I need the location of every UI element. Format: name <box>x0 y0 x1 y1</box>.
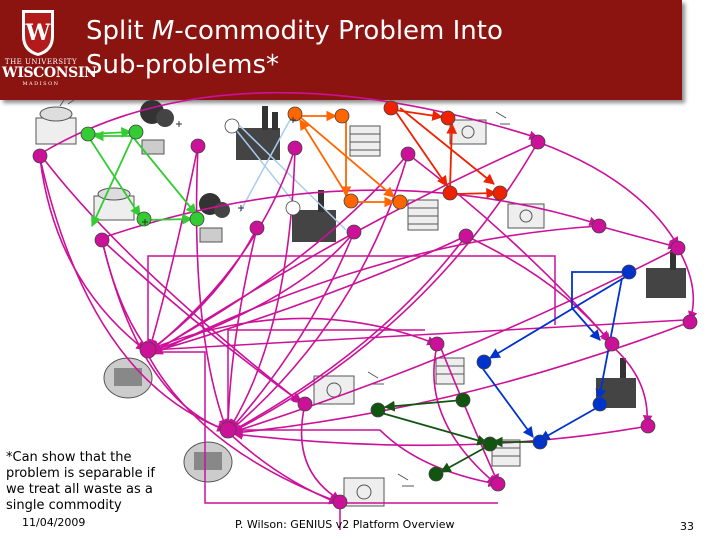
dark-green-arrows <box>377 399 540 473</box>
node <box>592 396 608 412</box>
repository-icon <box>183 441 233 483</box>
node <box>334 108 350 124</box>
plus-icon <box>176 121 182 127</box>
facility-icons <box>35 99 686 507</box>
crest-letter: W <box>25 20 51 46</box>
title-pre: Split <box>86 16 152 46</box>
node <box>392 194 408 210</box>
dark-green-nodes <box>370 392 498 482</box>
white-nodes <box>224 118 301 216</box>
plus-icon <box>290 117 296 123</box>
node <box>332 494 348 510</box>
fuel-plant-icon <box>349 125 381 157</box>
orange-nodes <box>287 106 408 210</box>
university-logo: THE UNIVERSITY WISCONSIN MADISON <box>2 58 97 87</box>
node <box>346 224 362 240</box>
node <box>670 240 686 256</box>
node <box>287 106 303 122</box>
node <box>189 211 205 227</box>
node <box>224 118 240 134</box>
node <box>136 211 152 227</box>
magenta-bus-lines <box>145 255 686 530</box>
title-line-1: Split M-commodity Problem Into <box>86 14 503 48</box>
red-arrows <box>394 107 498 199</box>
node <box>285 200 301 216</box>
factory-icon <box>292 190 336 242</box>
node <box>621 264 637 280</box>
node <box>249 220 265 236</box>
logo-main-text: WISCONSIN <box>2 65 97 81</box>
node <box>297 396 313 412</box>
logo-bottom-text: MADISON <box>22 81 60 87</box>
orange-arrows <box>299 110 396 208</box>
reactor-icon <box>35 99 77 145</box>
node <box>32 148 48 164</box>
node <box>591 218 607 234</box>
node <box>532 434 548 450</box>
node <box>442 185 458 201</box>
page-number: 33 <box>680 520 694 533</box>
node <box>80 126 96 142</box>
node <box>287 140 303 156</box>
node <box>682 314 698 330</box>
title-em: M <box>151 16 175 46</box>
node <box>455 392 471 408</box>
magenta-nodes <box>32 134 698 510</box>
node <box>476 354 492 370</box>
node <box>492 185 508 201</box>
node <box>482 436 498 452</box>
node <box>219 421 237 439</box>
footer-title: P. Wilson: GENIUS v2 Platform Overview <box>235 518 455 531</box>
node <box>429 336 445 352</box>
node <box>370 402 386 418</box>
node <box>428 466 444 482</box>
slide-title: Split M-commodity Problem Into Sub-probl… <box>86 14 503 82</box>
magenta-arrows <box>39 91 698 505</box>
title-banner: W THE UNIVERSITY WISCONSIN MADISON Split… <box>0 0 682 100</box>
reactor-icon <box>449 111 510 145</box>
reactor-icon <box>93 187 135 221</box>
node <box>530 134 546 150</box>
logo-top-text: THE UNIVERSITY <box>4 58 78 66</box>
footnote: *Can show that the problem is separable … <box>6 450 155 513</box>
node <box>343 193 359 209</box>
commodity-nodes <box>32 100 698 510</box>
node <box>139 341 157 359</box>
title-line-2: Sub-problems* <box>86 50 279 80</box>
node <box>440 110 456 126</box>
reactor-icon <box>343 473 414 507</box>
repository-icon <box>103 357 153 399</box>
node <box>94 232 110 248</box>
title-post: -commodity Problem Into <box>174 16 503 46</box>
node <box>400 146 416 162</box>
tree-factory-icon <box>140 100 174 155</box>
node <box>490 476 506 492</box>
fuel-plant-icon <box>407 199 439 231</box>
plus-markers <box>142 117 296 225</box>
green-arrows <box>87 127 197 227</box>
blue-arrows <box>477 271 629 441</box>
node <box>604 336 620 352</box>
node <box>128 124 144 140</box>
node <box>190 138 206 154</box>
red-nodes <box>383 100 508 201</box>
university-crest-icon: W <box>22 10 54 56</box>
footer-date: 11/04/2009 <box>22 516 86 529</box>
plus-icon <box>238 205 244 211</box>
factory-icon <box>646 250 686 298</box>
node <box>458 228 474 244</box>
node <box>383 100 399 116</box>
plus-icon <box>142 219 148 225</box>
node <box>640 418 656 434</box>
blue-nodes <box>476 264 637 450</box>
